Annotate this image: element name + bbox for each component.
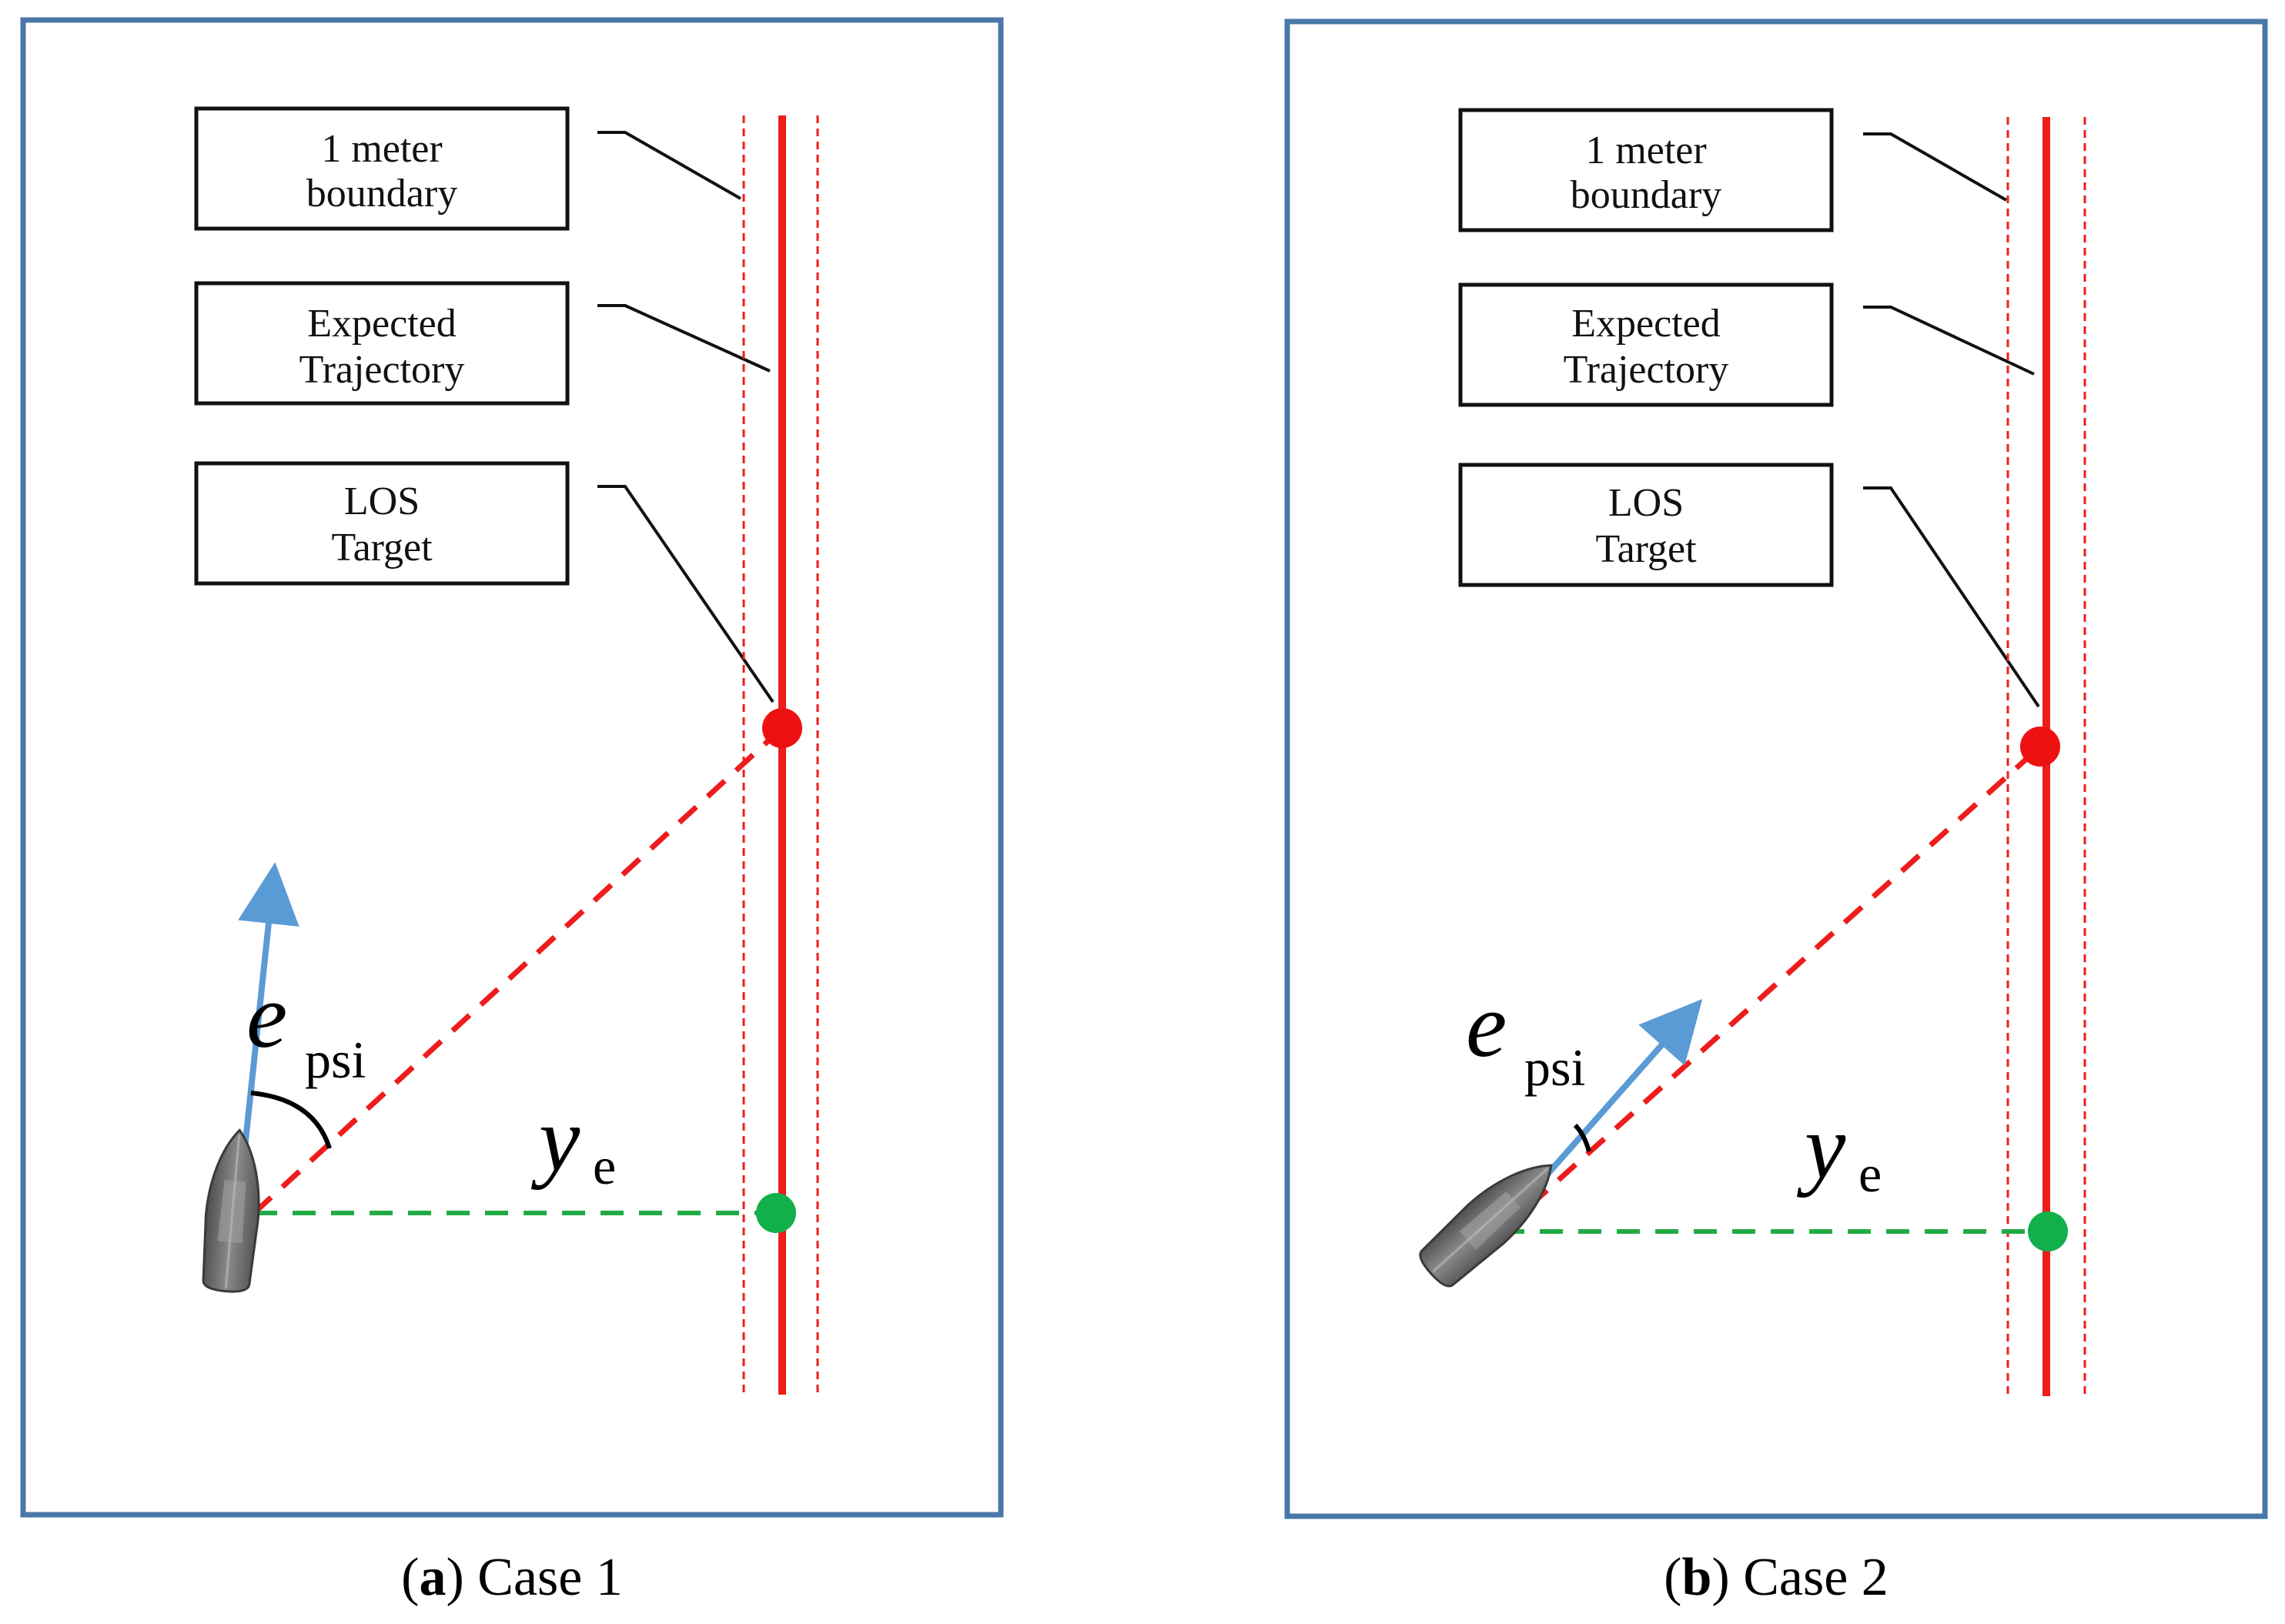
panel-b: 1 meter boundary Expected Trajectory LOS… <box>1284 18 2268 1607</box>
trajectory-label-line1: Expected <box>1571 302 1720 346</box>
panel-a: 1 meter boundary Expected Trajectory LOS… <box>20 17 1004 1607</box>
panel-b-caption: (b) Case 2 <box>1664 1548 1889 1607</box>
boundary-label-box: 1 meter boundary <box>194 106 570 231</box>
trajectory-label-line2: Trajectory <box>1564 348 1729 392</box>
target-leader-line <box>597 485 774 703</box>
trajectory-label-line1: Expected <box>307 302 456 346</box>
heading-error-label: e psi <box>246 964 366 1089</box>
cross-track-subscript: e <box>1858 1144 1882 1203</box>
target-label-line2: Target <box>1595 527 1697 571</box>
heading-error-symbol: e <box>1466 974 1507 1076</box>
cross-track-label: y e <box>1796 1095 1882 1203</box>
target-leader-line <box>1863 486 2040 708</box>
trajectory-label-box: Expected Trajectory <box>194 281 570 406</box>
trajectory-label-box: Expected Trajectory <box>1458 282 1834 407</box>
boundary-label-box: 1 meter boundary <box>1458 108 1834 232</box>
panel-b-frame <box>1284 18 2268 1519</box>
heading-error-arc <box>250 1091 332 1149</box>
cross-track-symbol: y <box>530 1088 580 1190</box>
target-label-box: LOS Target <box>194 461 570 586</box>
projection-dot <box>756 1193 796 1233</box>
panel-a-caption: (a) Case 1 <box>401 1548 623 1607</box>
los-target-dot <box>762 708 802 748</box>
heading-error-subscript: psi <box>305 1031 366 1089</box>
boat-icon <box>1419 1164 1553 1288</box>
heading-error-subscript: psi <box>1524 1038 1585 1097</box>
target-label-box: LOS Target <box>1458 463 1834 587</box>
trajectory-leader-line <box>597 304 771 373</box>
projection-dot <box>2028 1211 2068 1251</box>
los-line <box>1499 744 2042 1234</box>
boundary-leader-line <box>1863 132 2007 202</box>
cross-track-label: y e <box>530 1088 616 1195</box>
cross-track-symbol: y <box>1796 1095 1846 1198</box>
panel-a-frame <box>20 17 1004 1518</box>
heading-error-label: e psi <box>1466 974 1585 1097</box>
cross-track-subscript: e <box>593 1137 616 1195</box>
trajectory-leader-line <box>1863 306 2035 376</box>
boat-icon <box>202 1128 260 1293</box>
heading-error-symbol: e <box>246 964 287 1067</box>
boundary-label-line2: boundary <box>1571 173 1721 217</box>
trajectory-label-line2: Trajectory <box>299 348 465 392</box>
target-label-line1: LOS <box>1608 481 1684 525</box>
boundary-label-line1: 1 meter <box>321 127 442 171</box>
boundary-label-line1: 1 meter <box>1585 129 1706 172</box>
los-target-dot <box>2020 727 2060 767</box>
target-label-line1: LOS <box>344 480 420 523</box>
boundary-leader-line <box>597 131 741 200</box>
target-label-line2: Target <box>331 526 433 570</box>
boundary-label-line2: boundary <box>306 172 457 216</box>
los-line <box>252 726 785 1215</box>
heading-error-arc <box>1573 1123 1591 1152</box>
